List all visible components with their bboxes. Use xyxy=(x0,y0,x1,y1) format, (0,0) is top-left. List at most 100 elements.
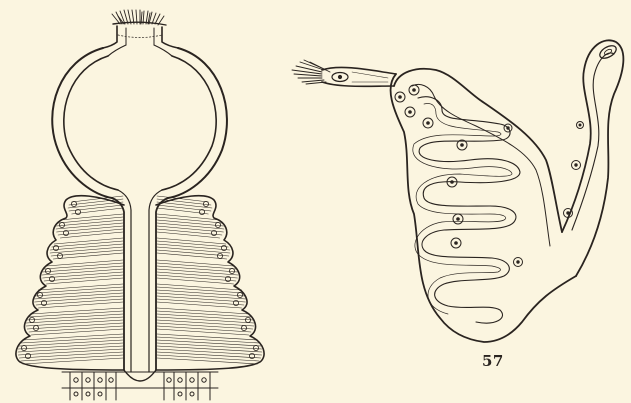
lamella-striation xyxy=(36,299,123,305)
lamella-striation xyxy=(157,260,234,266)
lamella-striation xyxy=(31,329,123,335)
lamella-striation xyxy=(56,223,123,229)
lamella-striation xyxy=(157,337,259,343)
lamella-striation xyxy=(157,241,228,247)
lamella-striation xyxy=(36,287,123,293)
lamella-striation xyxy=(52,241,123,247)
edge-cell-nucleus xyxy=(217,253,222,258)
lamella-striation xyxy=(18,343,123,349)
lamella-striation xyxy=(157,326,251,332)
lamella-striation xyxy=(157,349,262,355)
lamella-striation xyxy=(19,340,123,346)
lamella-striation xyxy=(46,260,123,266)
edge-cell-nucleus xyxy=(33,325,38,330)
lamella-striation xyxy=(23,358,123,364)
lamella-striation xyxy=(157,269,238,275)
lamella-striation xyxy=(157,323,253,329)
lamella-striation xyxy=(58,229,123,235)
lamella-striation xyxy=(60,214,123,220)
figure-number: 57 xyxy=(482,352,504,370)
lamella-striation xyxy=(157,220,223,226)
edge-cell-nucleus xyxy=(21,345,26,350)
lamella-striation xyxy=(157,358,257,364)
lamella-striation xyxy=(157,284,242,290)
lamella-striation xyxy=(157,287,244,293)
lamella-striation xyxy=(157,340,261,346)
lamella-striation xyxy=(26,317,123,323)
lamella-striation xyxy=(35,296,123,302)
lamella-striation xyxy=(53,253,123,259)
lamella-striation xyxy=(157,317,254,323)
lamella-striation xyxy=(38,284,123,290)
lamella-striation xyxy=(69,205,123,211)
lamella-striation xyxy=(157,314,253,320)
lamella-striation xyxy=(157,308,250,314)
lamella-striation xyxy=(157,346,262,352)
edge-cell-nucleus xyxy=(45,268,50,273)
lamella-striation xyxy=(157,302,242,308)
lamella-striation xyxy=(157,329,249,335)
lamella-striation xyxy=(19,352,123,358)
lamella-striation xyxy=(157,205,211,211)
lamella-striation xyxy=(51,250,123,256)
lamella-striation xyxy=(157,208,208,214)
lamella-striation xyxy=(57,226,123,232)
lamella-striation xyxy=(21,337,123,343)
lamella-striation xyxy=(34,293,123,299)
lamella-striation xyxy=(18,349,123,355)
lamella-striation xyxy=(157,343,262,349)
edge-cell-nucleus xyxy=(241,325,246,330)
lamella-striation xyxy=(42,269,123,275)
edge-cell-nucleus xyxy=(237,292,242,297)
lamella-striation xyxy=(35,290,123,296)
lamella-striation xyxy=(72,208,123,214)
lamella-striation xyxy=(43,272,123,278)
lamella-striation xyxy=(18,346,123,352)
lamella-striation xyxy=(29,326,123,332)
lamella-striation xyxy=(157,272,237,278)
lamella-striation xyxy=(26,320,123,326)
lamella-striation xyxy=(50,244,123,250)
lamella-striation xyxy=(44,263,123,269)
lamella-striation xyxy=(57,220,123,226)
lamella-striation xyxy=(21,355,123,361)
lamella-striation xyxy=(157,226,223,232)
lamella-striation xyxy=(157,320,254,326)
lamella-striation xyxy=(157,247,230,253)
lamella-striation xyxy=(157,355,259,361)
lamella-striation xyxy=(157,334,257,340)
right-illustration xyxy=(292,40,623,342)
lamella-striation xyxy=(38,302,123,308)
lamella-striation xyxy=(30,308,123,314)
edge-cell-nucleus xyxy=(57,253,62,258)
lamella-striation xyxy=(58,217,123,223)
lamella-striation xyxy=(157,244,230,250)
lamella-striation xyxy=(43,266,123,272)
edge-cell-nucleus xyxy=(229,268,234,273)
lamella-striation xyxy=(157,266,237,272)
lamella-striation xyxy=(60,232,123,238)
basal-cell-row xyxy=(62,370,218,400)
lamella-striation xyxy=(23,334,123,340)
lamella-striation xyxy=(157,293,246,299)
left-illustration xyxy=(16,10,264,400)
lamella-striation xyxy=(157,217,222,223)
edge-cell-nucleus xyxy=(253,345,258,350)
lamella-striation xyxy=(157,275,236,281)
lamella-striation xyxy=(157,253,227,259)
ciliated-tuft-left xyxy=(112,10,166,25)
lamella-striation xyxy=(50,247,123,253)
lamella-striation xyxy=(54,238,123,244)
lamella-striation xyxy=(157,299,244,305)
ciliated-tuft-right xyxy=(292,60,330,84)
lamella-striation xyxy=(157,214,220,220)
lamella-striation xyxy=(27,323,123,329)
lamella-striation xyxy=(157,223,224,229)
lamella-striation xyxy=(157,263,236,269)
lamella-striation xyxy=(157,250,229,256)
lamella-striation xyxy=(157,229,222,235)
lamella-striation xyxy=(157,238,226,244)
lamella-striation xyxy=(157,296,245,302)
lamella-striation xyxy=(157,290,245,296)
